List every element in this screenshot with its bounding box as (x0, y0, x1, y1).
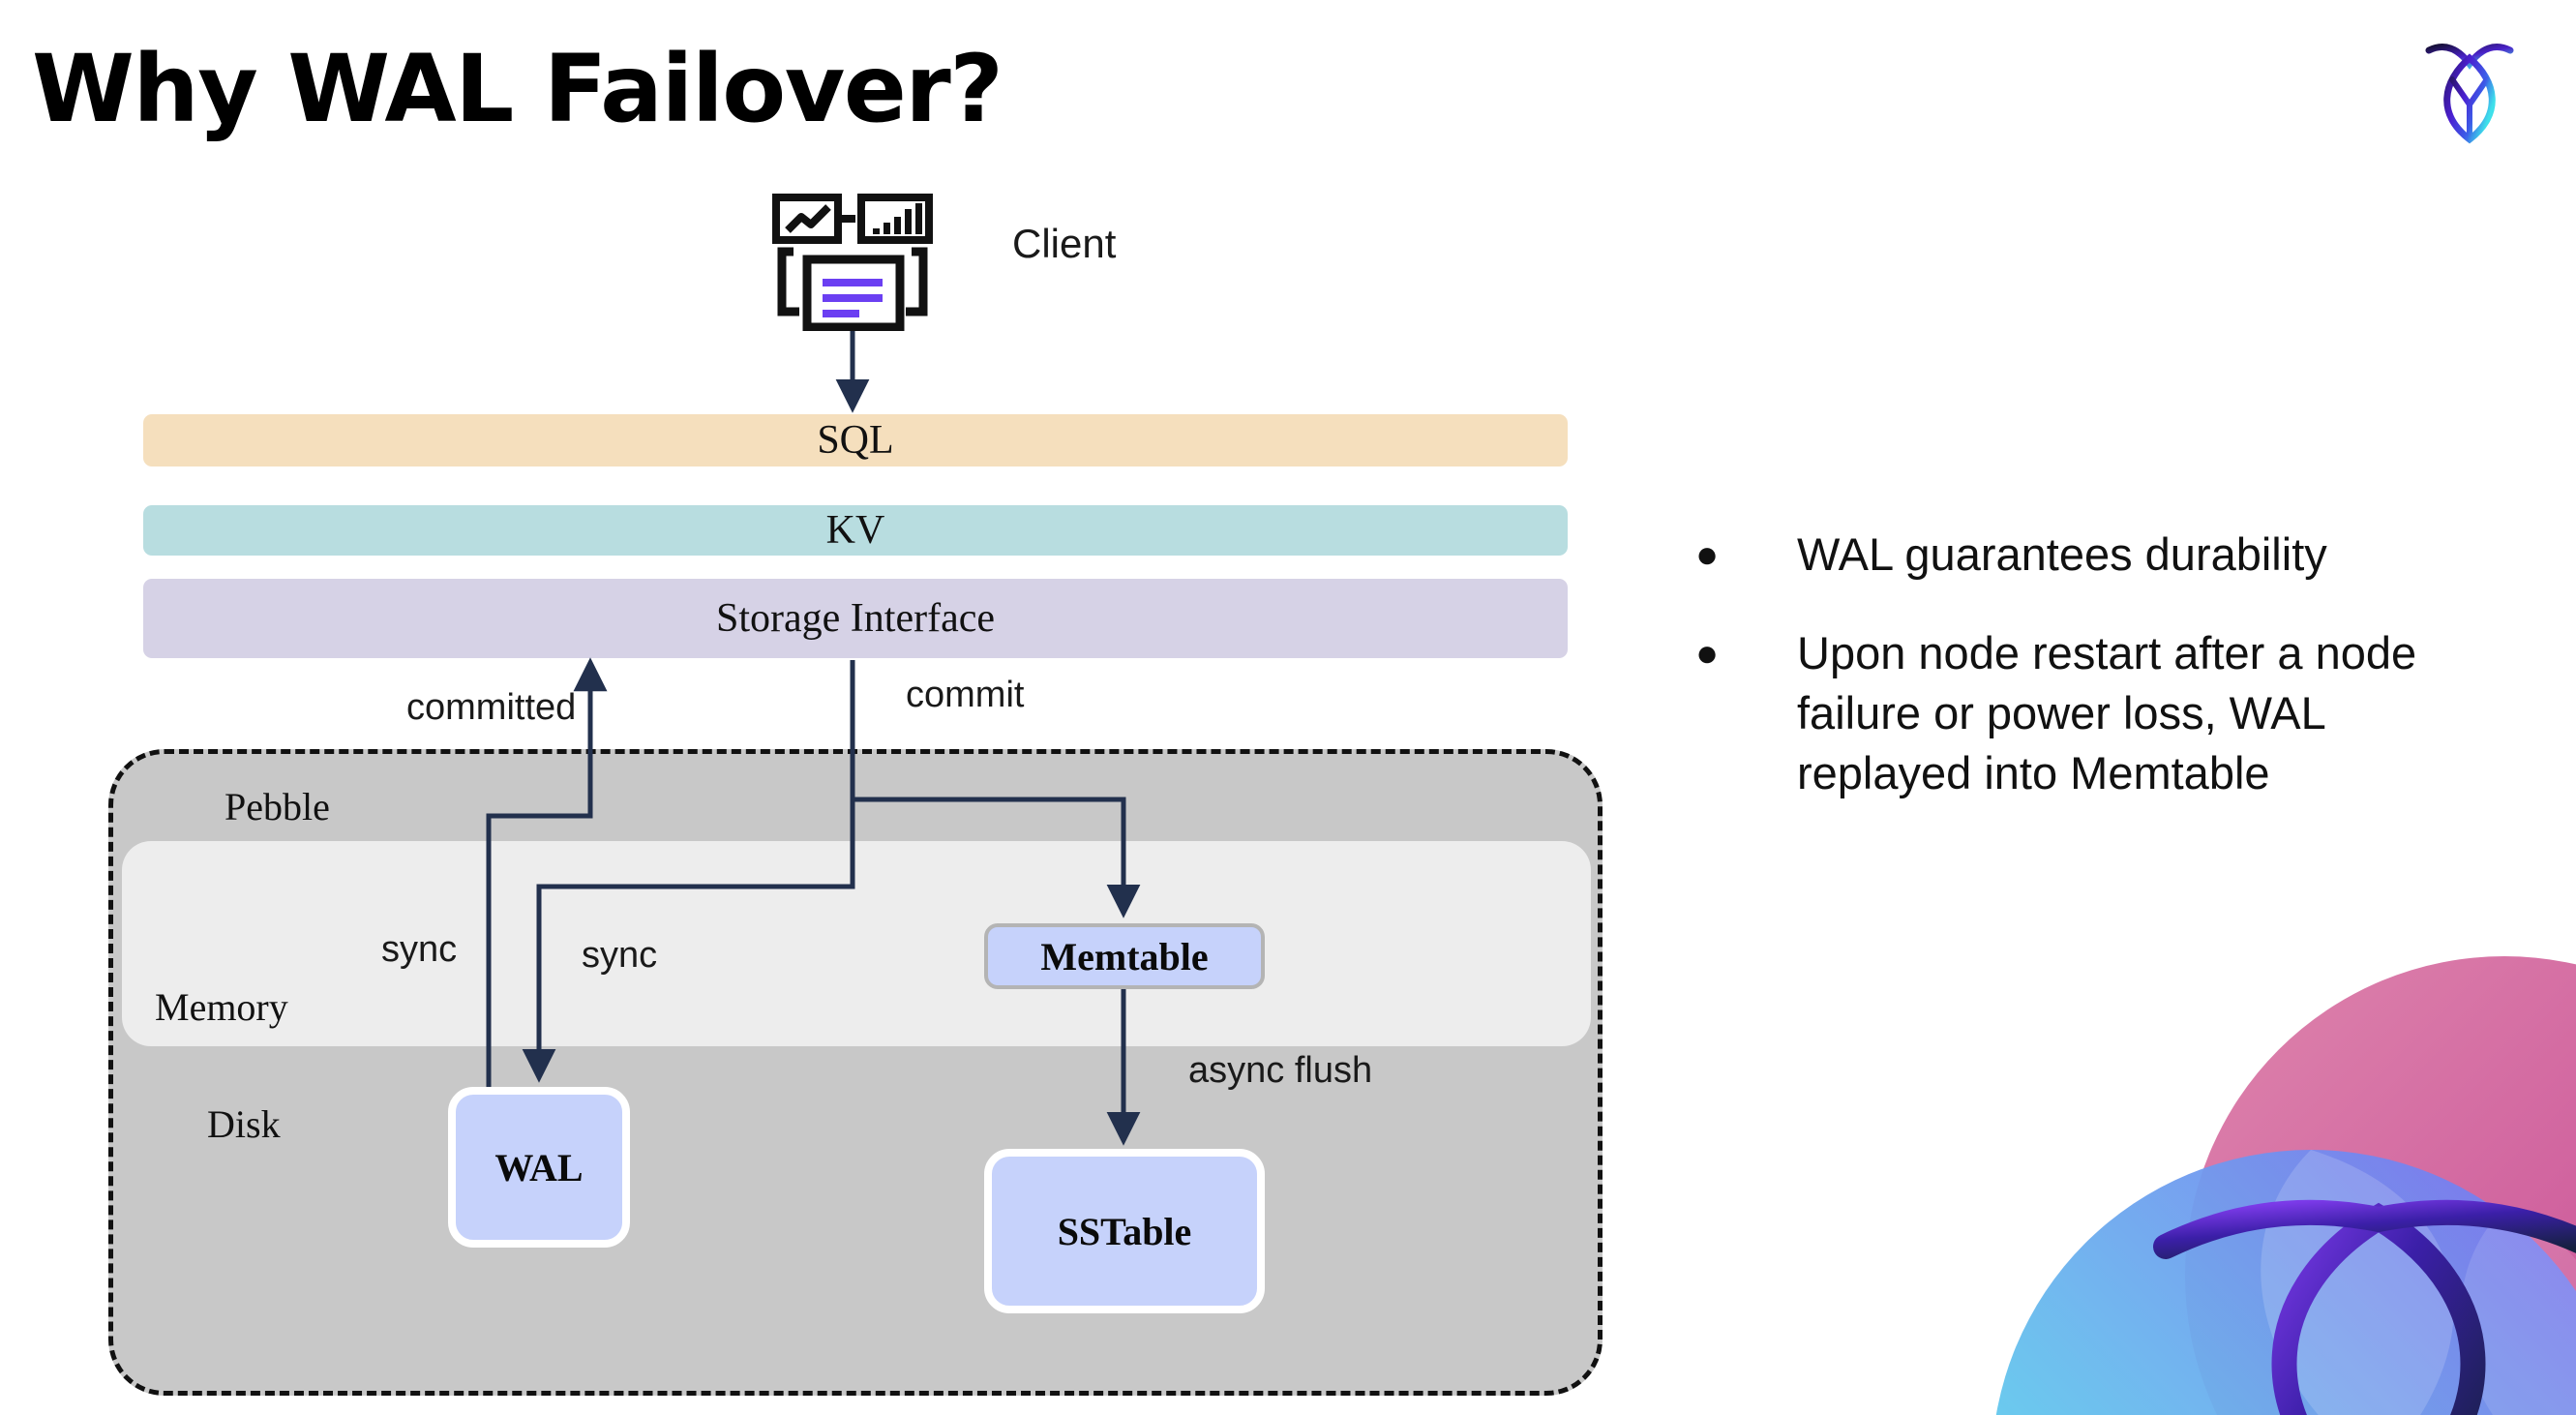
node-sstable: SSTable (984, 1149, 1265, 1313)
layer-label-sql: SQL (817, 418, 894, 463)
layer-bar-storage: Storage Interface (143, 579, 1568, 658)
cockroachdb-watermark-icon (1962, 927, 2576, 1415)
list-item: ● WAL guarantees durability (1695, 525, 2508, 585)
pebble-label: Pebble (225, 785, 330, 828)
layer-label-kv: KV (825, 508, 885, 553)
edge-label-sync-in: sync (582, 935, 658, 976)
bullet-list: ● WAL guarantees durability ● Upon node … (1695, 525, 2508, 842)
edge-label-committed: committed (406, 687, 577, 728)
client-terminal-icon (772, 194, 933, 332)
bullet-marker-icon: ● (1695, 533, 1720, 576)
layer-bar-kv: KV (143, 505, 1568, 556)
disk-label: Disk (207, 1102, 281, 1146)
node-label-wal: WAL (494, 1145, 584, 1189)
bullet-text: Upon node restart after a node failure o… (1797, 627, 2417, 799)
layer-label-storage: Storage Interface (716, 596, 995, 641)
cockroachdb-logo-icon (2411, 21, 2528, 147)
node-wal: WAL (448, 1087, 630, 1248)
memory-label: Memory (155, 985, 288, 1029)
node-memtable: Memtable (984, 923, 1265, 989)
page-title: Why WAL Failover? (32, 35, 1003, 143)
layer-bar-sql: SQL (143, 414, 1568, 467)
node-label-sstable: SSTable (1057, 1209, 1192, 1253)
client-label: Client (1012, 221, 1117, 266)
bullet-text: WAL guarantees durability (1797, 528, 2327, 580)
edge-label-async-flush: async flush (1188, 1050, 1373, 1091)
memory-region (122, 841, 1591, 1046)
bullet-marker-icon: ● (1695, 632, 1720, 676)
node-label-memtable: Memtable (1040, 934, 1209, 978)
list-item: ● Upon node restart after a node failure… (1695, 623, 2508, 803)
edge-label-sync-out: sync (381, 929, 458, 970)
edge-label-commit: commit (906, 675, 1025, 715)
